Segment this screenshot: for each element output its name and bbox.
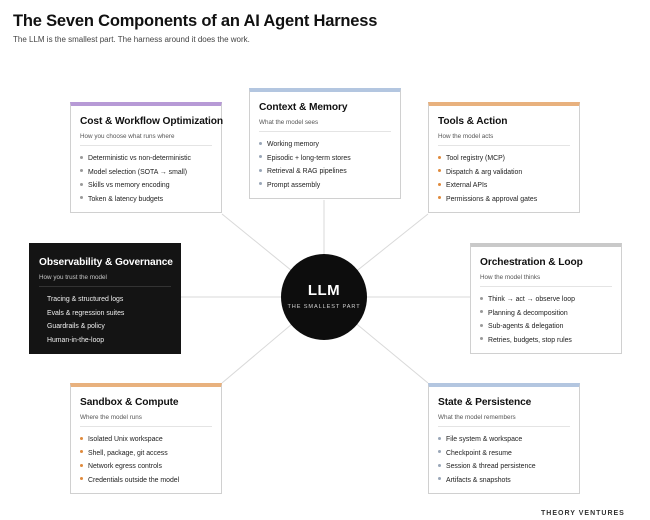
bullet-icon [80,477,83,481]
list-item: Sub-agents & delegation [480,320,575,334]
card-tagline: How the model acts [438,133,494,140]
card-tagline: Where the model runs [80,414,142,421]
bullet-icon [438,450,441,454]
list-item: Prompt assembly [259,179,351,193]
card-cost-workflow: Cost & Workflow Optimization How you cho… [70,102,224,213]
bullet-icon [259,155,262,159]
bullet-icon [438,155,441,159]
card-title: Tools & Action [438,116,508,127]
list-item: Shell, package, git access [80,447,179,461]
bullet-icon [259,182,262,186]
card-divider [80,426,212,427]
list-item: Session & thread persistence [438,460,536,474]
card-list: File system & workspace Checkpoint & res… [438,433,536,487]
bullet-icon [259,141,262,145]
list-item: Planning & decomposition [480,307,575,321]
llm-hub: LLM THE SMALLEST PART [281,254,367,340]
bullet-icon [480,323,483,327]
bullet-icon [438,169,441,173]
list-item: Tracing & structured logs [47,296,124,303]
card-divider [80,145,212,146]
list-item: Skills vs memory encoding [80,179,191,193]
list-item: Network egress controls [80,460,179,474]
card-list: Tool registry (MCP) Dispatch & arg valid… [438,152,537,206]
bullet-icon [80,436,83,440]
card-divider [480,286,612,287]
card-tagline: How you choose what runs where [80,133,175,140]
list-item: External APIs [438,179,537,193]
bullet-icon [438,436,441,440]
list-item: Token & latency budgets [80,193,191,207]
card-title: Observability & Governance [39,257,173,268]
card-tagline: What the model sees [259,119,319,126]
list-item: Retries, budgets, stop rules [480,334,575,348]
bullet-icon [80,450,83,454]
bullet-icon [438,182,441,186]
list-item: Think → act → observe loop [480,293,575,307]
list-item: Model selection (SOTA → small) [80,166,191,180]
bullet-icon [438,477,441,481]
list-item: Evals & regression suites [47,309,125,317]
bullet-icon [80,182,83,186]
card-divider [438,426,570,427]
card-divider [39,286,171,287]
bullet-icon [438,463,441,467]
card-divider [259,131,391,132]
card-state-persistence: State & Persistence What the model remem… [428,383,580,494]
list-item: Dispatch & arg validation [438,166,537,180]
card-title: Cost & Workflow Optimization [80,116,224,127]
footer-brand: THEORY VENTURES [541,510,625,517]
bullet-icon [259,168,262,172]
list-item: Permissions & approval gates [438,193,537,207]
list-item: Working memory [259,138,351,152]
card-list: Working memory Episodic + long-term stor… [259,138,351,192]
card-list: Deterministic vs non-deterministic Model… [80,152,191,206]
page-title: The Seven Components of an AI Agent Harn… [13,12,378,30]
list-item: File system & workspace [438,433,536,447]
card-observability-governance: Observability & Governance How you trust… [29,243,181,354]
card-title: State & Persistence [438,397,532,408]
bullet-icon [480,337,483,341]
list-item: Guardrails & policy [47,323,105,331]
card-tagline: What the model remembers [438,414,516,421]
list-item: Human-in-the-loop [47,336,105,344]
card-orchestration-loop: Orchestration & Loop How the model think… [470,243,622,354]
card-title: Orchestration & Loop [480,257,583,268]
card-list: Isolated Unix workspace Shell, package, … [80,433,179,487]
list-item: Tool registry (MCP) [438,152,537,166]
card-divider [438,145,570,146]
list-item: Episodic + long-term stores [259,152,351,166]
list-item: Checkpoint & resume [438,447,536,461]
bullet-icon [480,310,483,314]
card-sandbox-compute: Sandbox & Compute Where the model runs I… [70,383,222,494]
card-title: Context & Memory [259,102,348,113]
card-tagline: How the model thinks [480,274,541,281]
hub-subtitle: THE SMALLEST PART [287,304,361,310]
bullet-icon [438,196,441,200]
page-subtitle: The LLM is the smallest part. The harnes… [13,35,250,44]
list-item: Credentials outside the model [80,474,179,488]
card-tools-action: Tools & Action How the model acts Tool r… [428,102,580,213]
list-item: Retrieval & RAG pipelines [259,165,351,179]
list-item: Artifacts & snapshots [438,474,536,488]
card-context-memory: Context & Memory What the model sees Wor… [249,88,401,199]
card-title: Sandbox & Compute [80,397,179,408]
list-item: Isolated Unix workspace [80,433,179,447]
bullet-icon [80,196,83,200]
bullet-icon [480,296,483,300]
bullet-icon [80,155,83,159]
list-item: Deterministic vs non-deterministic [80,152,191,166]
card-tagline: How you trust the model [39,274,107,281]
hub-title: LLM [307,282,341,299]
card-list: Tracing & structured logs Evals & regres… [39,293,124,347]
bullet-icon [80,169,83,173]
bullet-icon [80,463,83,467]
card-list: Think → act → observe loop Planning & de… [480,293,575,347]
